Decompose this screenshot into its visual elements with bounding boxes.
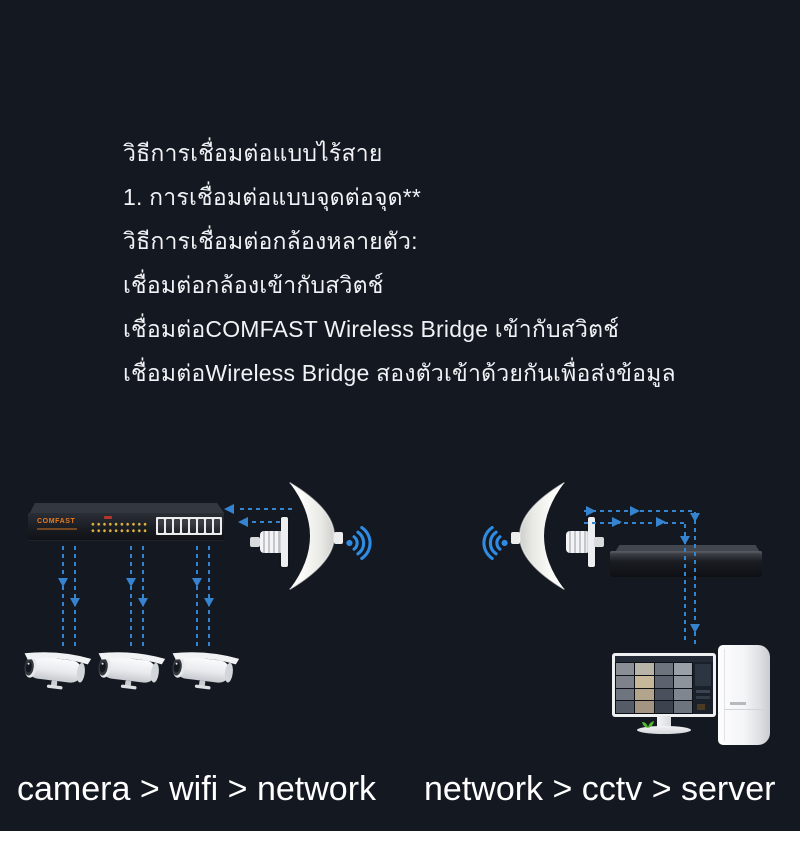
cctv-camera: [172, 652, 240, 690]
arrowhead-down-icon: [690, 513, 700, 522]
bridge-mount-clamp: [260, 531, 284, 553]
cctv-feed-tile: [673, 701, 692, 713]
arrowhead-right-icon: [630, 506, 640, 516]
intro-line: 1. การเชื่อมต่อแบบจุดต่อจุด**: [123, 184, 422, 210]
cctv-feed-tile: [635, 663, 654, 675]
switch-brand-label: COMFAST: [37, 518, 76, 525]
sidebar-row: [696, 690, 710, 693]
sidebar-panel: [695, 664, 711, 686]
nvr-device-top: [614, 545, 760, 552]
cctv-feed-tile: [616, 675, 635, 688]
wifi-signal-icon: [482, 526, 508, 560]
dashed-flow-line: [252, 521, 292, 523]
intro-line: เชื่อมต่อกล้องเข้ากับสวิตช์: [123, 272, 384, 298]
flow-label-right: network > cctv > server: [424, 770, 776, 808]
monitor-toolbar: [615, 656, 713, 662]
dashed-flow-line: [584, 522, 686, 524]
nvr-device: [610, 551, 762, 577]
flow-label-left: camera > wifi > network: [17, 770, 377, 808]
dashed-flow-line: [130, 546, 132, 650]
ethernet-port: [206, 519, 212, 533]
cctv-grid: [616, 663, 692, 713]
plant-logo-icon: [642, 721, 654, 728]
sidebar-row: [696, 696, 710, 699]
dashed-flow-line: [694, 512, 696, 644]
cctv-feed-tile: [616, 688, 635, 701]
intro-line: เชื่อมต่อWireless Bridge สองตัวเข้าด้วยก…: [123, 360, 676, 386]
arrowhead-down-icon: [126, 578, 136, 587]
switch-brand-subline: [37, 528, 77, 530]
monitor-sidebar: [693, 662, 713, 714]
bridge-feed: [334, 532, 343, 544]
cctv-feed-tile: [654, 701, 673, 713]
intro-line: เชื่อมต่อCOMFAST Wireless Bridge เข้ากับ…: [123, 316, 620, 342]
bridge-mount-plate: [588, 517, 595, 567]
tower-seam: [724, 649, 725, 741]
bridge-mount: [594, 537, 604, 547]
bridge-mount-plate: [281, 517, 288, 567]
bridge-feed: [511, 532, 520, 544]
arrowhead-right-icon: [612, 517, 622, 527]
dashed-flow-line: [240, 508, 294, 510]
dashed-flow-line: [196, 546, 198, 650]
cctv-camera: [98, 652, 166, 690]
cctv-feed-tile: [654, 675, 673, 688]
monitor-stand: [657, 716, 671, 728]
footer-strip: [0, 831, 800, 848]
arrowhead-down-icon: [204, 598, 214, 607]
arrowhead-down-icon: [138, 598, 148, 607]
monitor-screen: [615, 656, 713, 714]
tower-badge: [730, 702, 746, 705]
ethernet-port: [158, 519, 164, 533]
arrowhead-down-icon: [680, 536, 690, 545]
dashed-flow-line: [584, 510, 696, 512]
intro-text: วิธีการเชื่อมต่อแบบไร้สาย 1. การเชื่อมต่…: [123, 131, 676, 395]
cctv-feed-tile: [673, 675, 692, 688]
arrowhead-down-icon: [58, 578, 68, 587]
cctv-feed-tile: [673, 688, 692, 701]
arrowhead-left-icon: [238, 517, 248, 527]
dashed-flow-line: [684, 524, 686, 644]
monitor-base: [637, 726, 691, 734]
arrowhead-right-icon: [656, 517, 666, 527]
switch-led-panel: [90, 521, 148, 534]
ethernet-port: [198, 519, 204, 533]
bridge-dish: [518, 481, 565, 591]
ethernet-port: [182, 519, 188, 533]
ethernet-port: [214, 519, 220, 533]
arrowhead-right-icon: [586, 506, 596, 516]
cctv-feed-tile: [616, 701, 635, 713]
cctv-feed-tile: [635, 675, 654, 688]
cctv-feed-tile: [635, 688, 654, 701]
sidebar-thumb: [697, 704, 705, 710]
arrowhead-down-icon: [192, 578, 202, 587]
network-switch: COMFAST: [28, 513, 224, 541]
arrowhead-left-icon: [224, 504, 234, 514]
network-switch-top: [29, 503, 224, 513]
cctv-feed-tile: [654, 663, 673, 675]
cctv-monitor: [612, 653, 716, 717]
arrowhead-down-icon: [690, 624, 700, 633]
cctv-feed-tile: [673, 663, 692, 675]
led-indicator-label: [104, 516, 112, 519]
wifi-signal-icon: [346, 526, 372, 560]
bridge-mount: [250, 537, 260, 547]
cctv-feed-tile: [616, 663, 635, 675]
server-tower: [718, 645, 770, 745]
dashed-flow-line: [62, 546, 64, 650]
switch-port-panel: [156, 517, 222, 535]
arrowhead-down-icon: [70, 598, 80, 607]
ethernet-port: [166, 519, 172, 533]
intro-line: วิธีการเชื่อมต่อกล้องหลายตัว:: [123, 228, 418, 254]
ethernet-port: [190, 519, 196, 533]
cctv-feed-tile: [654, 688, 673, 701]
intro-line: วิธีการเชื่อมต่อแบบไร้สาย: [123, 140, 383, 166]
cctv-camera: [24, 652, 92, 690]
bridge-mount-clamp: [566, 531, 590, 553]
cctv-feed-tile: [635, 701, 654, 713]
ethernet-port: [174, 519, 180, 533]
tower-groove: [724, 709, 764, 710]
